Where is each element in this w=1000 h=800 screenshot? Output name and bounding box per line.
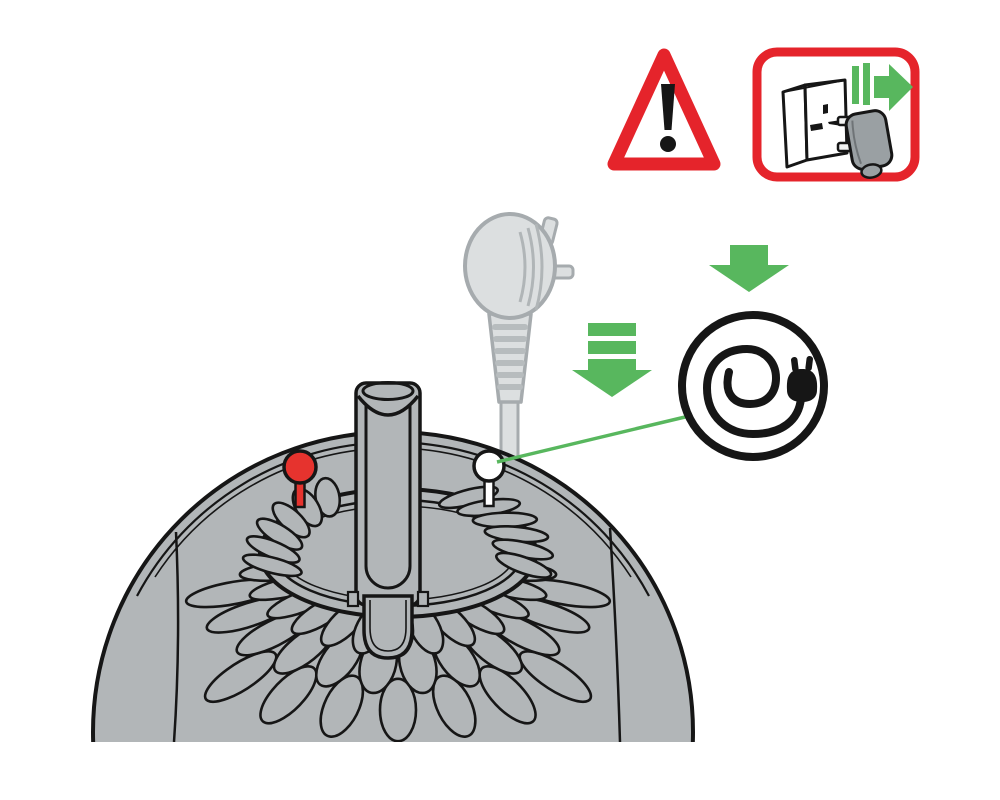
press-down-arrow-icon [709, 245, 789, 292]
cable-wrap-icon [678, 311, 828, 461]
motion-bar [588, 341, 636, 354]
motion-bar [588, 323, 636, 336]
unplug-socket-icon [752, 47, 920, 182]
plug-cable-stub [860, 163, 883, 179]
warning-triangle-icon [607, 48, 721, 171]
cable-loop [313, 673, 371, 739]
red-pin-marker [282, 449, 318, 509]
spiral-plug-icon [786, 356, 818, 402]
strain-relief-ridges [492, 324, 528, 390]
stem-channel [364, 404, 412, 590]
cable-loop [380, 679, 416, 741]
stem-column [346, 381, 430, 660]
exclamation-dot [660, 136, 676, 152]
cable-loop [490, 549, 556, 582]
cable-loop [425, 673, 483, 739]
cable-coil-upper [238, 478, 557, 582]
cable-loop [249, 662, 327, 728]
stem-opening [361, 381, 415, 401]
cable-loop [238, 550, 306, 580]
pull-right-arrow-icon [852, 63, 913, 111]
stem-step-left [346, 590, 360, 608]
wall-socket [781, 78, 849, 169]
cable-loop [194, 646, 287, 708]
motion-bar [863, 63, 870, 105]
socket-hole-left [810, 123, 823, 131]
exclamation-bar [661, 84, 675, 130]
plug-face-curves [518, 223, 544, 311]
stem-step-right [416, 590, 430, 608]
stem-scoop [356, 394, 420, 417]
power-plug-icon [463, 212, 575, 464]
motion-bar [852, 66, 859, 104]
wind-down-arrow-icon [572, 323, 652, 397]
stem-tip [362, 594, 414, 660]
cable-loop [509, 646, 602, 708]
cable-loop [469, 662, 547, 728]
dome-seam-right [608, 527, 622, 742]
socket-hole-earth [823, 104, 828, 114]
socket-plug [836, 109, 894, 179]
device-base [91, 381, 695, 742]
callout-line [496, 410, 707, 464]
dome-seam-left [172, 531, 180, 742]
white-pin-marker [472, 449, 506, 508]
cable-spiral [702, 344, 805, 439]
